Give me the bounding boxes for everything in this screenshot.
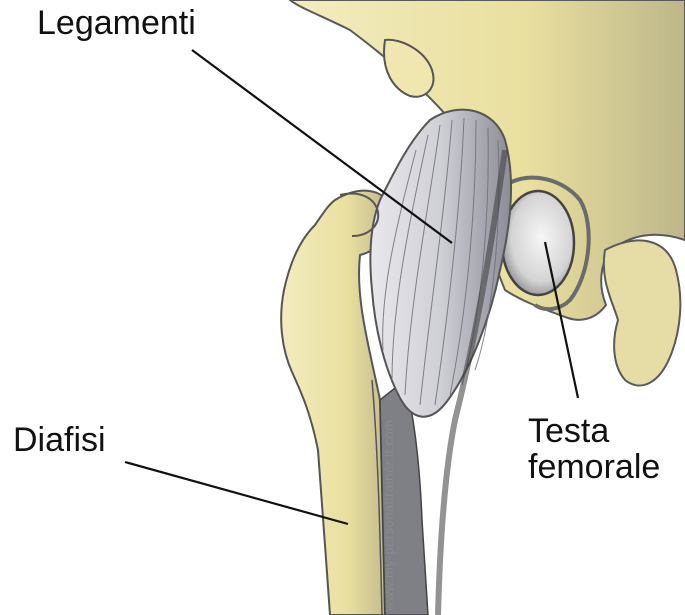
label-testa-femorale: Testa femorale xyxy=(528,414,660,485)
label-diafisi: Diafisi xyxy=(13,423,106,459)
watermark: www.my-personaltrainer.it.com xyxy=(381,420,396,612)
label-legamenti: Legamenti xyxy=(37,6,196,42)
femoral-head xyxy=(502,191,574,295)
leader-line-diafisi xyxy=(125,462,348,524)
pubic-ramus xyxy=(604,240,681,385)
label-testa-line1: Testa xyxy=(528,414,660,450)
label-testa-line2: femorale xyxy=(528,450,660,486)
